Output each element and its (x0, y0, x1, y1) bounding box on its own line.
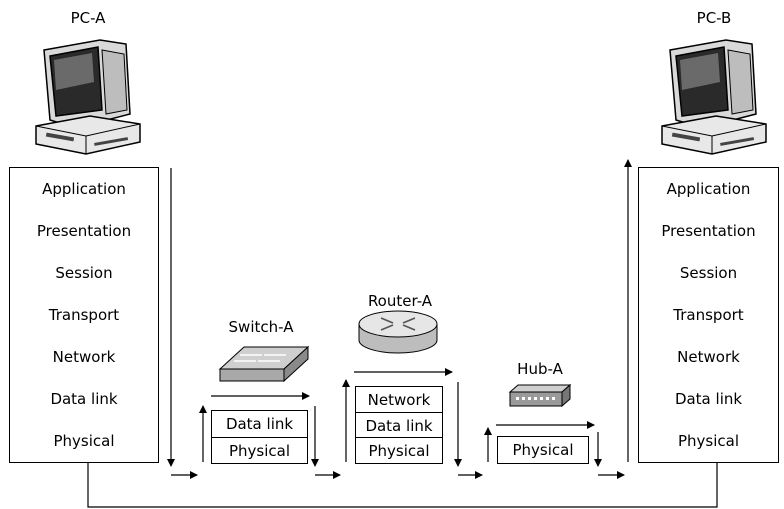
pc-b-label: PC-B (696, 9, 732, 27)
layer-data-link: Data link (674, 390, 743, 408)
switch-a-stack: Data link Physical (211, 410, 308, 464)
router-a-label: Router-A (367, 292, 433, 310)
router-icon (358, 310, 438, 354)
switch-a-label: Switch-A (228, 318, 294, 336)
hub-a-stack: Physical (497, 436, 589, 464)
layer-data-link: Data link (356, 412, 442, 438)
pc-a-label: PC-A (70, 9, 106, 27)
layer-network: Network (677, 348, 740, 366)
layer-data-link: Data link (225, 415, 294, 433)
layer-physical: Physical (677, 432, 740, 450)
pc-a-osi-stack: Application Presentation Session Transpo… (9, 167, 159, 463)
hub-icon (508, 383, 572, 408)
switch-icon (218, 345, 310, 383)
pc-b-osi-stack: Application Presentation Session Transpo… (638, 167, 779, 463)
computer-icon (661, 39, 767, 155)
layer-session: Session (55, 264, 113, 282)
layer-data-link: Data link (50, 390, 118, 408)
layer-network: Network (52, 348, 116, 366)
layer-physical: Physical (356, 437, 442, 463)
layer-session: Session (679, 264, 738, 282)
layer-presentation: Presentation (36, 222, 132, 240)
layer-transport: Transport (48, 306, 120, 324)
layer-application: Application (666, 180, 751, 198)
layer-presentation: Presentation (661, 222, 756, 240)
layer-physical: Physical (53, 432, 115, 450)
layer-application: Application (42, 180, 126, 198)
computer-icon (35, 39, 141, 155)
hub-a-label: Hub-A (517, 360, 563, 378)
layer-transport: Transport (673, 306, 744, 324)
layer-physical: Physical (212, 437, 307, 463)
layer-physical: Physical (512, 441, 574, 459)
layer-network: Network (367, 390, 431, 409)
router-a-stack: Network Data link Physical (355, 386, 443, 464)
